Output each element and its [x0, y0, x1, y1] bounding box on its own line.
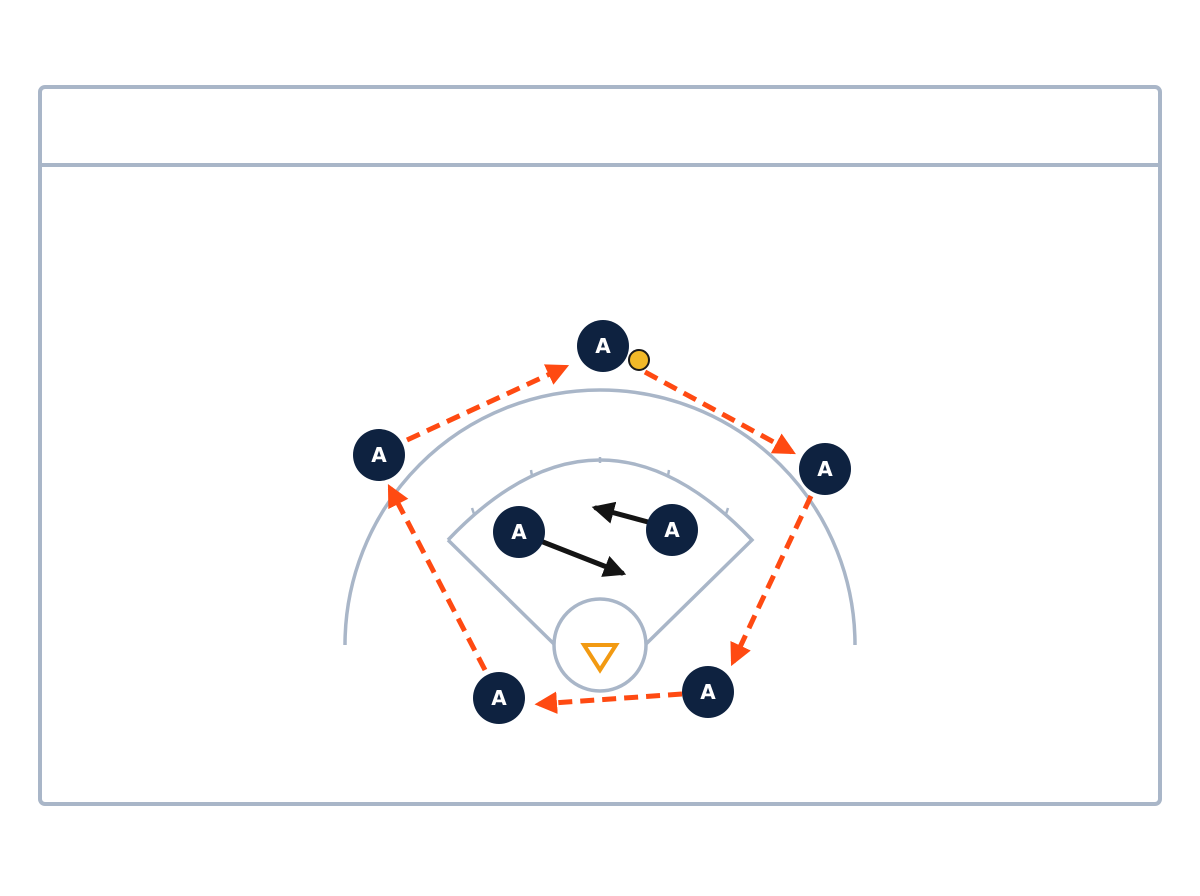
pass-arrow: [643, 369, 796, 455]
player-label: A: [664, 518, 680, 542]
ball[interactable]: [628, 349, 650, 371]
movement-arrows: [540, 501, 651, 577]
player-inner-right[interactable]: A: [646, 504, 698, 556]
player-label: A: [371, 443, 387, 467]
pass-arrow: [387, 484, 488, 672]
player-label: A: [817, 457, 833, 481]
player-label: A: [595, 334, 611, 358]
goalie-marker: [580, 643, 620, 674]
player-bottom-right[interactable]: A: [682, 666, 734, 718]
pass-arrow: [534, 691, 683, 714]
pass-arrow: [730, 494, 814, 667]
field-border: [38, 85, 1162, 806]
player-label: A: [700, 680, 716, 704]
player-bottom-left[interactable]: A: [473, 672, 525, 724]
player-left-wing[interactable]: A: [353, 429, 405, 481]
player-top[interactable]: A: [577, 320, 629, 372]
player-inner-left[interactable]: A: [493, 506, 545, 558]
inner-fan-ticks: [470, 457, 730, 515]
movement-arrow: [591, 501, 651, 525]
pass-arrow: [405, 364, 570, 443]
player-right-wing[interactable]: A: [799, 443, 851, 495]
player-label: A: [491, 686, 507, 710]
outer-arc: [343, 388, 857, 646]
inner-fan: [446, 458, 755, 647]
movement-arrow: [540, 539, 627, 577]
players: A A A A A A A: [353, 320, 851, 724]
player-label: A: [511, 520, 527, 544]
pass-arrows: [387, 364, 814, 714]
field: [38, 85, 1162, 806]
